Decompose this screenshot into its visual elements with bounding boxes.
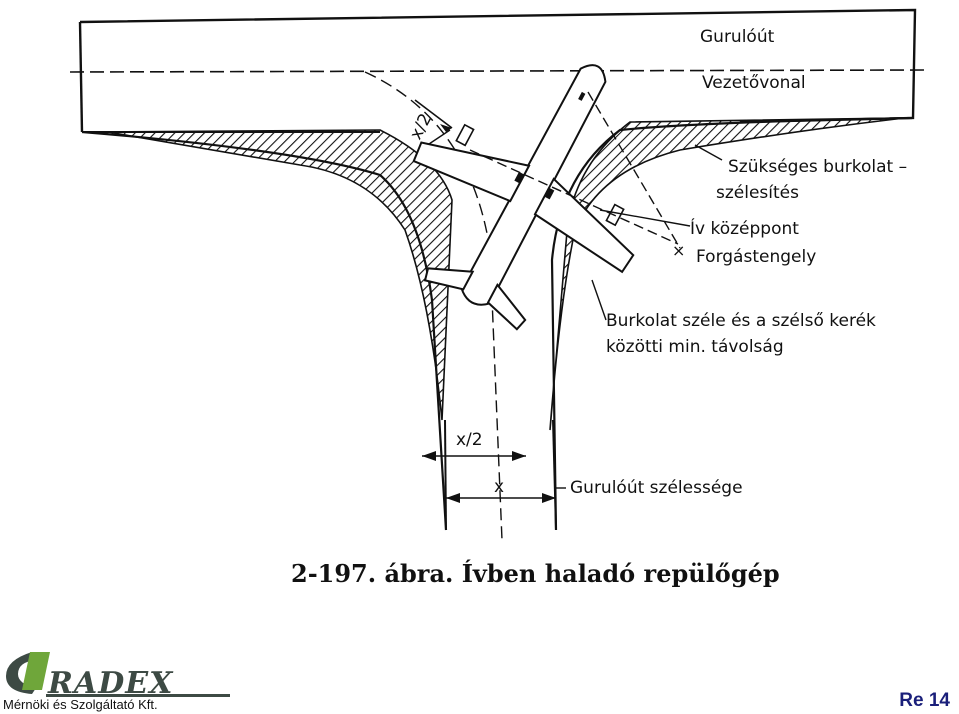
dim-x: x: [494, 477, 504, 497]
label-edge-line1: Burkolat széle és a szélső kerék: [606, 311, 876, 331]
guideline-dashed: [69, 69, 926, 73]
left-pavement-edge: [81, 130, 448, 531]
airplane: [412, 64, 635, 331]
figure-caption: 2-197. ábra. Ívben haladó repülőgép: [291, 559, 780, 588]
left-widening-hatch: [107, 129, 453, 421]
dim-half-x-top: x/2: [406, 110, 436, 143]
width-dimensions: x/2 x: [422, 430, 556, 503]
branch-centerline: [364, 71, 503, 541]
leader-lines: [556, 144, 723, 489]
label-taxiway: Gurulóút: [700, 27, 775, 47]
x2-arc-dimension: x/2: [406, 99, 453, 151]
label-widening-line2: szélesítés: [716, 183, 799, 203]
label-arc-center: Ív középpont: [690, 217, 799, 239]
label-edge-line2: közötti min. távolság: [606, 337, 784, 357]
label-taxiway-width: Gurulóút szélessége: [570, 478, 743, 498]
page-number: Re 14: [899, 690, 950, 711]
company-name: Mérnöki és Szolgáltató Kft.: [3, 697, 158, 712]
company-logo: RADEX: [6, 652, 230, 701]
label-widening-line1: Szükséges burkolat –: [728, 157, 907, 177]
dim-half-x: x/2: [456, 430, 483, 450]
rotation-point-mark: ×: [672, 241, 685, 260]
label-rotation-axis: Forgástengely: [696, 247, 816, 267]
label-guideline: Vezetővonal: [702, 73, 806, 93]
